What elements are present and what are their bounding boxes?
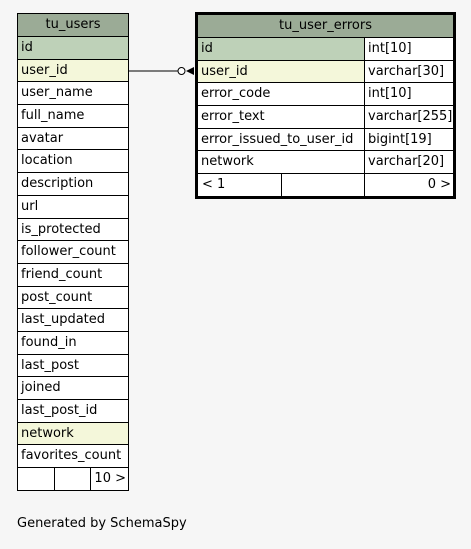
parents-count — [18, 468, 55, 491]
column-row: full_name — [18, 105, 128, 128]
children-count: 10 > — [94, 471, 126, 487]
column-name: user_id — [18, 59, 128, 82]
column-name: network — [18, 422, 128, 445]
column-row: last_post_id — [18, 400, 128, 423]
column-type: varchar[20] — [368, 154, 445, 170]
children-count: 0 > — [427, 177, 451, 193]
table-footer: < 1 0 > — [198, 174, 453, 197]
column-type: varchar[30] — [368, 63, 445, 79]
column-name: user_name — [21, 85, 93, 101]
table-title: tu_user_errors — [198, 15, 453, 38]
column-name: avatar — [21, 130, 64, 146]
column-row: user_id — [18, 59, 128, 83]
column-name: error_text — [198, 106, 365, 128]
column-name: url — [21, 198, 39, 214]
column-row: id — [18, 37, 128, 60]
column-row: last_updated — [18, 309, 128, 332]
column-type: int[10] — [368, 41, 412, 56]
column-row: description — [18, 173, 128, 196]
column-name: error_issued_to_user_id — [198, 128, 365, 151]
table-footer: 10 > — [18, 468, 128, 491]
column-name: last_post — [21, 357, 80, 373]
column-row: last_post — [18, 355, 128, 378]
column-name: follower_count — [21, 244, 116, 260]
footer-spacer — [55, 468, 91, 491]
optional-circle-marker — [177, 67, 186, 75]
generated-by-caption: Generated by SchemaSpy — [17, 516, 187, 531]
column-name: friend_count — [21, 266, 103, 282]
column-name: full_name — [21, 108, 85, 124]
column-row: location — [18, 150, 128, 174]
column-name: id — [18, 37, 128, 59]
column-row: network — [18, 422, 128, 446]
column-name: last_updated — [21, 312, 106, 328]
column-name: post_count — [21, 289, 93, 305]
column-name: last_post_id — [21, 403, 98, 418]
column-name: id — [198, 38, 365, 60]
column-type: varchar[255] — [368, 109, 453, 125]
footer-spacer — [282, 174, 365, 197]
column-name: location — [21, 153, 73, 169]
column-name: error_code — [198, 83, 365, 106]
column-name: description — [21, 176, 94, 192]
column-row: is_protected — [18, 219, 128, 242]
column-name: found_in — [21, 334, 77, 350]
arrowhead-marker — [186, 67, 194, 75]
column-name: network — [198, 151, 365, 174]
column-row: avatar — [18, 128, 128, 151]
column-type: int[10] — [368, 86, 412, 102]
column-row: url — [18, 196, 128, 219]
column-row: user_name — [18, 82, 128, 106]
column-row: favorites_count — [18, 445, 128, 469]
parents-count: < 1 — [198, 174, 282, 197]
table-title: tu_users — [18, 14, 128, 37]
column-row: friend_count — [18, 264, 128, 287]
column-name: favorites_count — [21, 448, 122, 464]
column-row: found_in — [18, 332, 128, 355]
column-name: is_protected — [21, 221, 101, 237]
column-name: joined — [21, 380, 61, 396]
column-row: post_count — [18, 287, 128, 310]
column-type: bigint[19] — [368, 131, 432, 147]
column-row: joined — [18, 377, 128, 400]
column-row: follower_count — [18, 241, 128, 264]
column-name: user_id — [198, 60, 365, 83]
